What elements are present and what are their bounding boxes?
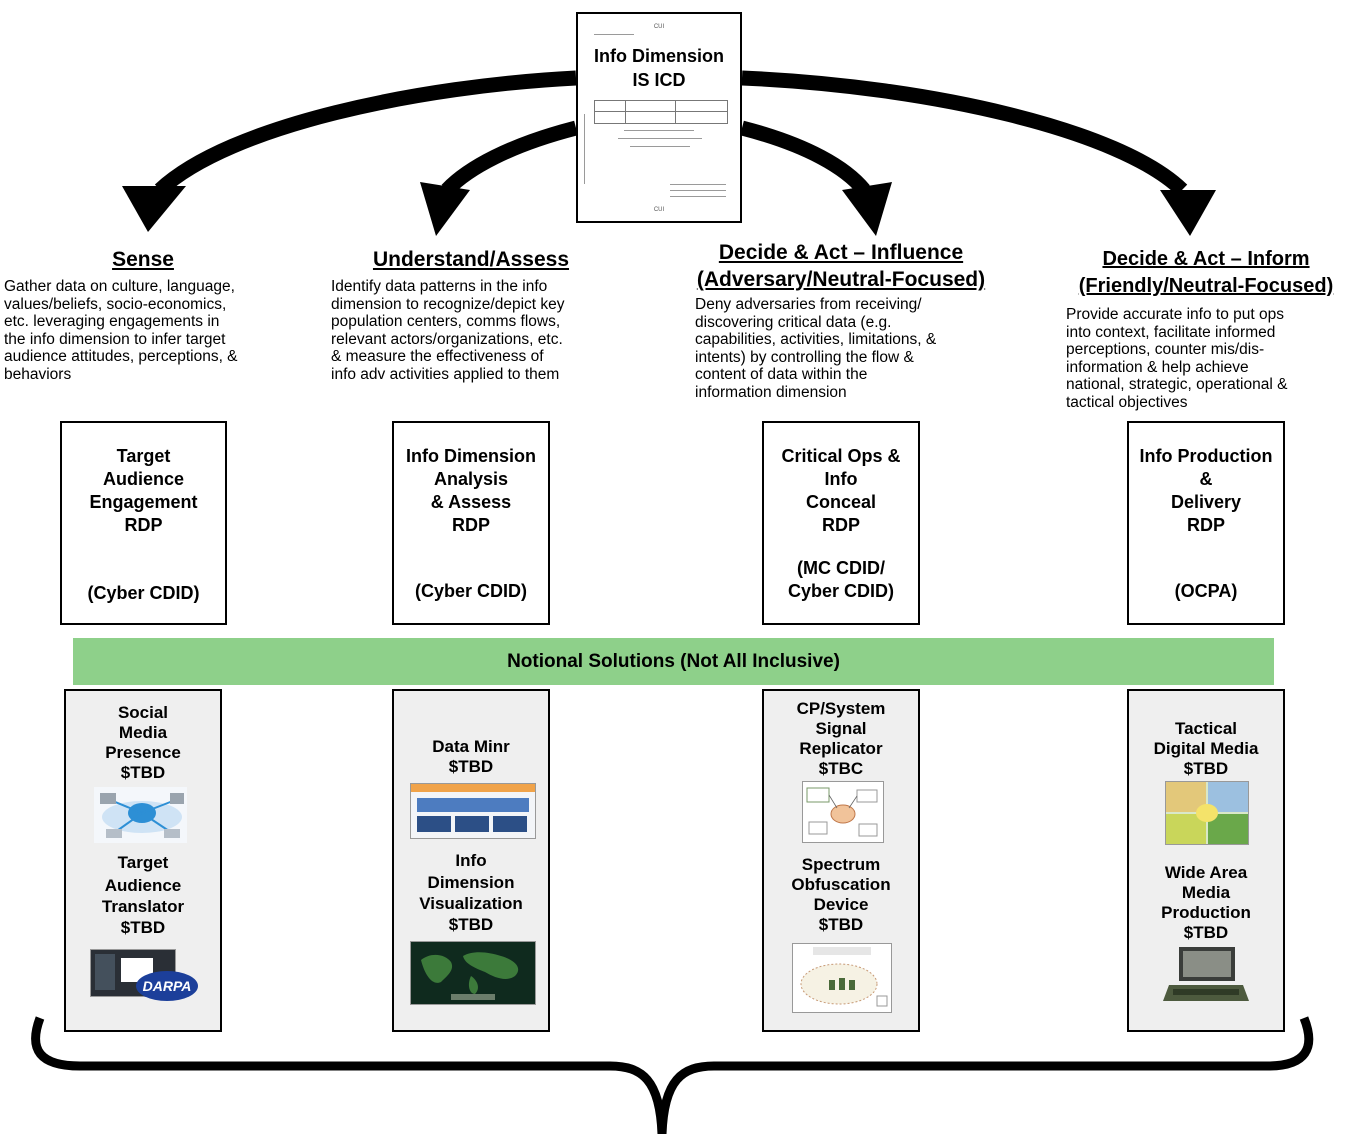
arrowhead-sense <box>122 186 186 232</box>
rdp-org-label: (Cyber CDID) <box>87 583 200 603</box>
heading-inform-line2: (Friendly/Neutral-Focused) <box>1078 275 1334 297</box>
bottom-brace <box>31 1016 1314 1134</box>
heading-sense: Sense <box>112 248 174 271</box>
rdp-org-label: Cyber CDID) <box>787 581 894 601</box>
darpa-logo: DARPA <box>136 971 198 1001</box>
arrow-to-sense <box>154 70 577 196</box>
rdp-org-label: (MC CDID/ <box>797 558 885 578</box>
heading-decide-act-influence: Decide & Act – Influence (Adversary/Neut… <box>676 239 1006 293</box>
rdp-org-label: (OCPA) <box>1174 581 1238 601</box>
solution-data-minr: Data Minr$TBD <box>432 737 510 776</box>
heading-influence-line2: (Adversary/Neutral-Focused) <box>696 268 986 291</box>
doc-classification-bottom: CUI <box>653 207 665 213</box>
arrow-to-inform <box>741 70 1188 196</box>
info-dimension-icd-document: CUI Info Dimension IS ICD CUI <box>576 12 742 223</box>
network-devices-icon <box>94 787 187 843</box>
dashboard-screenshot <box>410 783 536 839</box>
spectrum-obfuscation-diagram <box>792 943 892 1013</box>
heading-influence-line1: Decide & Act – Influence <box>718 241 964 264</box>
rugged-media-workstation <box>1163 945 1249 1005</box>
rdp-org-label: (Cyber CDID) <box>414 581 527 601</box>
heading-understand-assess: Understand/Assess <box>372 248 570 271</box>
world-map-visualization <box>410 941 536 1005</box>
heading-inform-line1: Decide & Act – Inform <box>1102 248 1310 270</box>
description-decide-act-influence: Deny adversaries from receiving/discover… <box>695 296 937 401</box>
arrowhead-influence <box>842 182 892 236</box>
heading-decide-act-inform: Decide & Act – Inform (Friendly/Neutral-… <box>1058 246 1354 300</box>
notional-solutions-banner: Notional Solutions (Not All Inclusive) <box>73 638 1274 685</box>
arrow-to-understand <box>441 120 578 196</box>
signal-replicator-diagram <box>802 781 884 843</box>
doc-title-line1: Info Dimension <box>594 46 724 66</box>
arrow-to-influence <box>740 120 870 195</box>
doc-table-graphic <box>594 100 728 124</box>
doc-title: Info Dimension IS ICD <box>578 44 740 92</box>
arrowhead-inform <box>1160 190 1216 236</box>
arrowhead-understand <box>420 182 470 236</box>
doc-title-line2: IS ICD <box>632 70 686 90</box>
tactical-media-collage <box>1165 781 1249 845</box>
description-sense: Gather data on culture, language,values/… <box>4 278 238 383</box>
doc-classification-top: CUI <box>653 24 665 30</box>
